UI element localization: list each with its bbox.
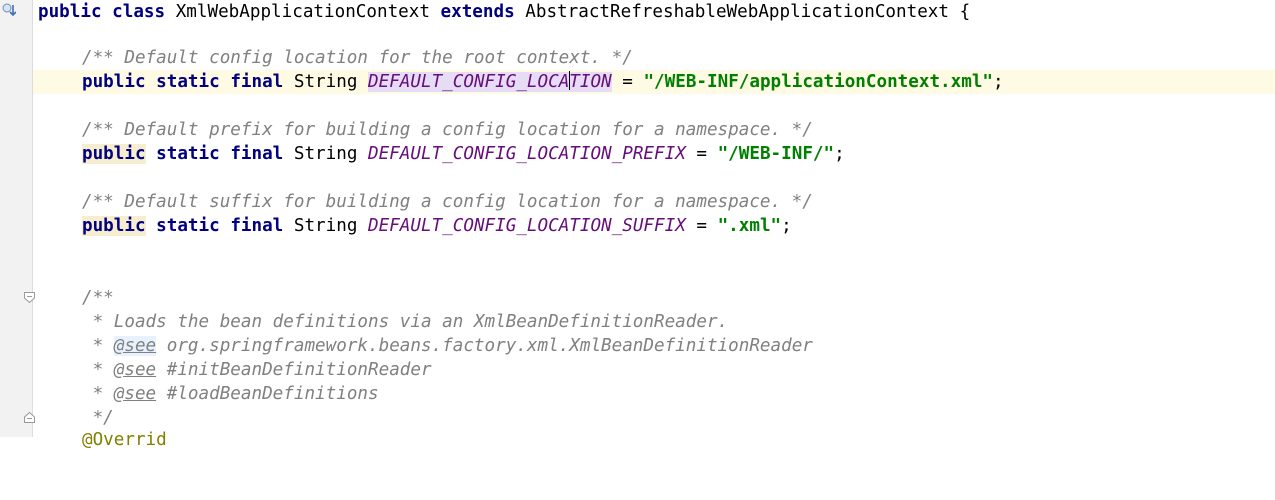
code-line[interactable]: /** Default suffix for building a config…: [33, 190, 1275, 214]
code-line-current[interactable]: public static final String DEFAULT_CONFI…: [33, 70, 1275, 94]
keyword-highlighted: public: [82, 144, 146, 164]
code-line[interactable]: @Overrid: [33, 428, 1275, 452]
string-literal: "/WEB-INF/applicationContext.xml": [643, 72, 994, 92]
javadoc-tag: @see: [113, 360, 157, 380]
string-literal: ".xml": [717, 216, 782, 236]
semicolon: ;: [781, 216, 792, 236]
keyword: class: [112, 2, 166, 22]
doc-comment: *: [82, 384, 114, 404]
keyword: final: [230, 216, 284, 236]
keyword: static: [156, 144, 220, 164]
code-line[interactable]: public static final String DEFAULT_CONFI…: [33, 214, 1275, 238]
annotation: @Overrid: [82, 430, 167, 450]
javadoc-tag: @see: [113, 384, 157, 404]
parent-class-name: AbstractRefreshableWebApplicationContext: [525, 2, 949, 22]
editor-gutter[interactable]: [0, 0, 35, 437]
code-line[interactable]: * @see org.springframework.beans.factory…: [33, 334, 1275, 358]
constant-name: DEFAULT_CONFIG_LOCATION: [368, 71, 612, 92]
code-line[interactable]: public class XmlWebApplicationContext ex…: [33, 0, 1275, 24]
string-literal: "/WEB-INF/": [717, 144, 835, 164]
keyword: final: [230, 72, 284, 92]
constant-name: DEFAULT_CONFIG_LOCATION_SUFFIX: [368, 216, 686, 236]
keyword: static: [156, 72, 220, 92]
javadoc-tag: @see: [113, 336, 157, 356]
override-implement-icon[interactable]: [2, 2, 16, 20]
code-line[interactable]: public static final String DEFAULT_CONFI…: [33, 142, 1275, 166]
semicolon: ;: [993, 72, 1004, 92]
operator: =: [685, 144, 718, 164]
doc-comment: * Loads the bean definitions via an XmlB…: [82, 312, 729, 332]
fold-icon[interactable]: [24, 412, 35, 423]
code-line[interactable]: * @see #loadBeanDefinitions: [33, 382, 1275, 406]
type-name: String: [293, 216, 358, 236]
doc-comment: /** Default suffix for building a config…: [82, 192, 813, 212]
fold-icon[interactable]: [24, 292, 35, 303]
brace: {: [948, 2, 971, 22]
code-editor[interactable]: public class XmlWebApplicationContext ex…: [33, 0, 1275, 450]
code-line[interactable]: */: [33, 406, 1275, 430]
keyword: final: [230, 144, 284, 164]
semicolon: ;: [834, 144, 845, 164]
doc-comment: *: [82, 360, 114, 380]
text-caret: [568, 71, 571, 90]
type-name: String: [293, 72, 358, 92]
doc-comment: */: [82, 408, 114, 428]
code-line[interactable]: /** Default prefix for building a config…: [33, 118, 1275, 142]
keyword-highlighted: public: [82, 216, 146, 236]
operator: =: [611, 72, 644, 92]
keyword: static: [156, 216, 220, 236]
keyword: public: [38, 2, 102, 22]
code-line[interactable]: /** Default config location for the root…: [33, 46, 1275, 70]
doc-comment: /** Default prefix for building a config…: [82, 120, 813, 140]
code-line[interactable]: * @see #initBeanDefinitionReader: [33, 358, 1275, 382]
code-line[interactable]: * Loads the bean definitions via an XmlB…: [33, 310, 1275, 334]
doc-comment: /** Default config location for the root…: [82, 48, 633, 68]
code-line[interactable]: /**: [33, 286, 1275, 310]
operator: =: [685, 216, 718, 236]
class-name: XmlWebApplicationContext: [175, 2, 430, 22]
doc-comment: *: [82, 336, 114, 356]
doc-comment: org.springframework.beans.factory.xml.Xm…: [156, 336, 813, 356]
doc-comment: #initBeanDefinitionReader: [156, 360, 432, 380]
type-name: String: [293, 144, 358, 164]
doc-comment: /**: [82, 288, 114, 308]
constant-name: DEFAULT_CONFIG_LOCATION_PREFIX: [368, 144, 686, 164]
keyword: public: [82, 72, 146, 92]
doc-comment: #loadBeanDefinitions: [156, 384, 379, 404]
keyword: extends: [440, 2, 515, 22]
